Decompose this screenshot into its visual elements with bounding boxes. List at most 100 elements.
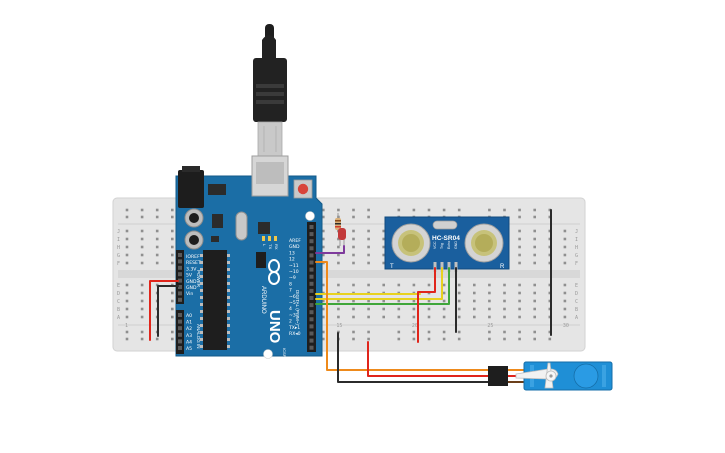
header-pin[interactable] <box>178 319 182 324</box>
breadboard-hole[interactable] <box>155 237 159 241</box>
breadboard-hole[interactable] <box>125 215 129 219</box>
header-pin[interactable] <box>178 339 182 344</box>
breadboard-hole[interactable] <box>140 330 144 334</box>
breadboard-hole[interactable] <box>518 315 521 319</box>
breadboard-hole[interactable] <box>533 307 536 311</box>
breadboard-hole[interactable] <box>382 315 385 319</box>
breadboard-hole[interactable] <box>352 315 355 319</box>
breadboard-hole[interactable] <box>563 253 567 257</box>
breadboard-hole[interactable] <box>125 261 129 265</box>
breadboard-hole[interactable] <box>171 215 174 219</box>
breadboard-hole[interactable] <box>473 291 476 295</box>
breadboard-hole[interactable] <box>563 307 567 311</box>
breadboard-hole[interactable] <box>488 337 491 341</box>
wire-servo-power-red[interactable] <box>367 341 491 377</box>
breadboard-hole[interactable] <box>337 315 340 319</box>
breadboard-hole[interactable] <box>533 330 536 334</box>
arduino-uno-board[interactable]: ARDUINO UNO DIGITAL (PWM~) POWER ANALOG … <box>175 155 323 359</box>
breadboard-hole[interactable] <box>367 283 370 287</box>
breadboard-hole[interactable] <box>548 299 552 303</box>
breadboard-hole[interactable] <box>140 291 144 295</box>
header-pin[interactable] <box>309 345 314 350</box>
breadboard-hole[interactable] <box>171 208 174 212</box>
wire-gnd-black[interactable] <box>157 285 179 337</box>
breadboard-hole[interactable] <box>488 291 491 295</box>
breadboard-hole[interactable] <box>412 337 416 341</box>
breadboard-hole[interactable] <box>352 245 355 249</box>
breadboard-hole[interactable] <box>382 229 385 233</box>
breadboard-hole[interactable] <box>518 215 521 219</box>
breadboard-hole[interactable] <box>322 283 325 287</box>
header-pin[interactable] <box>309 288 314 293</box>
breadboard-hole[interactable] <box>125 330 129 334</box>
breadboard-hole[interactable] <box>171 245 174 249</box>
header-pin[interactable] <box>309 253 314 258</box>
breadboard-hole[interactable] <box>563 315 567 319</box>
breadboard-hole[interactable] <box>171 237 174 241</box>
breadboard-hole[interactable] <box>125 253 129 257</box>
breadboard-hole[interactable] <box>457 299 461 303</box>
breadboard-hole[interactable] <box>352 229 355 233</box>
breadboard-hole[interactable] <box>125 237 129 241</box>
breadboard-hole[interactable] <box>488 299 491 303</box>
breadboard-hole[interactable] <box>140 215 144 219</box>
breadboard-hole[interactable] <box>518 299 521 303</box>
breadboard-hole[interactable] <box>503 337 506 341</box>
breadboard-hole[interactable] <box>352 237 355 241</box>
breadboard-hole[interactable] <box>125 315 129 319</box>
breadboard-hole[interactable] <box>322 253 325 257</box>
breadboard-hole[interactable] <box>442 208 446 212</box>
breadboard-hole[interactable] <box>548 253 552 257</box>
breadboard-hole[interactable] <box>171 330 174 334</box>
breadboard-hole[interactable] <box>352 283 355 287</box>
breadboard-hole[interactable] <box>155 208 159 212</box>
breadboard-hole[interactable] <box>125 208 129 212</box>
header-pin[interactable] <box>178 326 182 331</box>
breadboard-hole[interactable] <box>563 245 567 249</box>
wire-sensor-vcc-red[interactable] <box>417 267 436 343</box>
header-pin[interactable] <box>309 232 314 237</box>
breadboard-hole[interactable] <box>548 315 552 319</box>
breadboard-hole[interactable] <box>322 337 325 341</box>
breadboard-hole[interactable] <box>125 307 129 311</box>
breadboard-hole[interactable] <box>548 237 552 241</box>
breadboard-hole[interactable] <box>367 237 370 241</box>
breadboard-hole[interactable] <box>140 337 144 341</box>
breadboard-hole[interactable] <box>518 229 521 233</box>
breadboard-hole[interactable] <box>518 330 521 334</box>
breadboard-hole[interactable] <box>171 307 174 311</box>
breadboard-hole[interactable] <box>171 253 174 257</box>
digital-header-pins[interactable] <box>309 225 314 350</box>
breadboard-hole[interactable] <box>563 237 567 241</box>
servo-icon[interactable] <box>488 361 613 391</box>
breadboard-hole[interactable] <box>548 283 552 287</box>
breadboard-hole[interactable] <box>140 237 144 241</box>
breadboard-hole[interactable] <box>171 291 174 295</box>
breadboard-hole[interactable] <box>518 237 521 241</box>
breadboard-hole[interactable] <box>518 337 521 341</box>
header-pin[interactable] <box>178 346 182 350</box>
breadboard-hole[interactable] <box>322 237 325 241</box>
breadboard-hole[interactable] <box>367 215 370 219</box>
breadboard-hole[interactable] <box>140 315 144 319</box>
breadboard-hole[interactable] <box>548 208 552 212</box>
breadboard-hole[interactable] <box>171 299 174 303</box>
breadboard-hole[interactable] <box>337 299 340 303</box>
wire-trig-yellow[interactable] <box>315 267 443 300</box>
header-pin[interactable] <box>309 281 314 286</box>
breadboard-hole[interactable] <box>488 208 491 212</box>
breadboard-hole[interactable] <box>125 245 129 249</box>
breadboard-hole[interactable] <box>322 229 325 233</box>
header-pin[interactable] <box>309 267 314 272</box>
breadboard-hole[interactable] <box>473 307 476 311</box>
breadboard-hole[interactable] <box>412 283 416 287</box>
breadboard-hole[interactable] <box>442 330 446 334</box>
breadboard-hole[interactable] <box>563 291 567 295</box>
header-pin[interactable] <box>309 225 314 229</box>
breadboard-hole[interactable] <box>337 253 340 257</box>
breadboard-hole[interactable] <box>427 299 431 303</box>
resistor-icon[interactable] <box>335 213 341 230</box>
breadboard-hole[interactable] <box>503 291 506 295</box>
wire-pin13-purple[interactable] <box>315 245 345 254</box>
